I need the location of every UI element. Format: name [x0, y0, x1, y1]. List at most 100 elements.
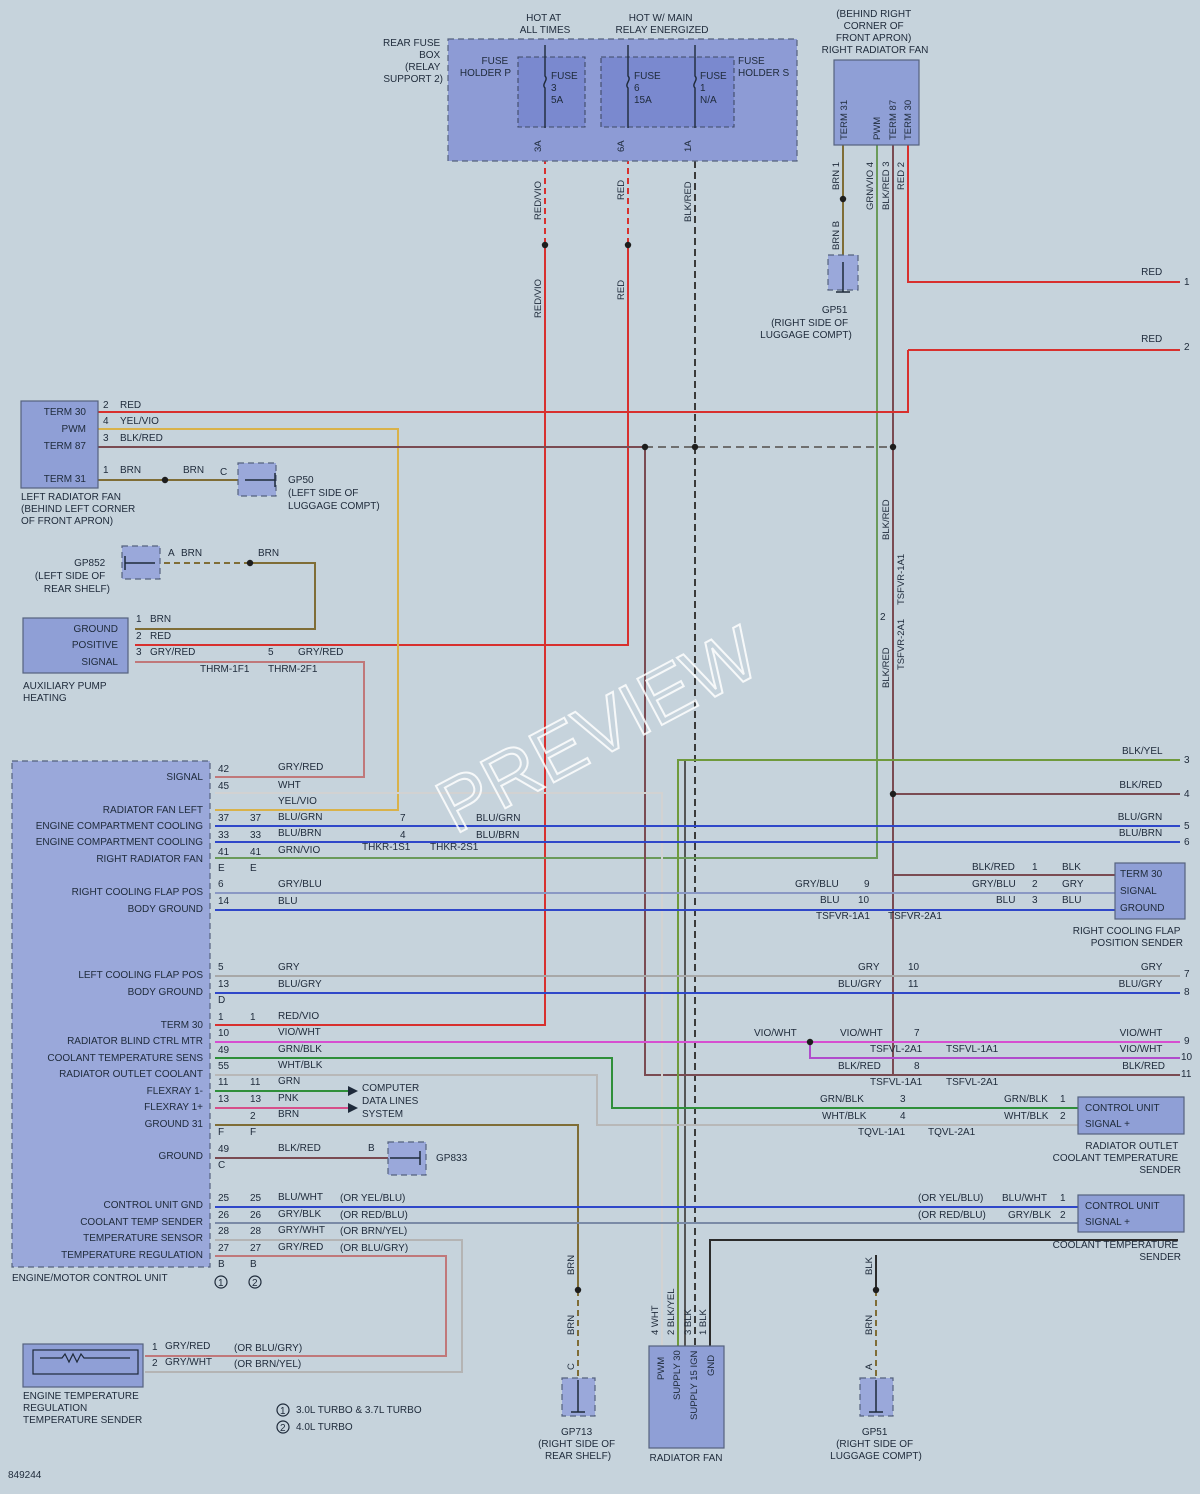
- legend-2-num: 2: [280, 1423, 286, 1434]
- fuse-box-title: REAR FUSE BOX (RELAY SUPPORT 2): [383, 38, 443, 85]
- coolant-sender-box: [1077, 1194, 1185, 1233]
- rad-outlet-pin-2: SIGNAL +: [1085, 1119, 1130, 1130]
- label-blk-yel-v: 2 BLK/YEL: [666, 1289, 677, 1335]
- splice-dot: [541, 241, 549, 249]
- ecm-pin-label: BODY GROUND: [128, 904, 203, 915]
- legend-marker-2-icon: [248, 1275, 262, 1289]
- right-fan-pin-term87: TERM 87: [888, 100, 899, 140]
- coolant-sender-label: COOLANT TEMPERATURE SENDER: [1053, 1240, 1181, 1263]
- wire-red-vio-fuse3-b: [215, 245, 546, 1026]
- ground-gp51-bottom: GP51 (RIGHT SIDE OF LUGGAGE COMPT): [830, 1377, 922, 1462]
- rad-fan-pin-gnd: GND: [706, 1355, 717, 1376]
- eng-temp-inner: [32, 1349, 139, 1375]
- splice-dot: [161, 476, 169, 484]
- right-cooling-flap-sender: TERM 30 SIGNAL GROUND RIGHT COOLING FLAP…: [1073, 862, 1186, 949]
- vertical-wire-labels: RED/VIO RED/VIO RED RED BLK/RED BRN 1 BR…: [533, 161, 907, 1370]
- label-brn-v4: BRN: [566, 1315, 577, 1335]
- ecm-pin-label: CONTROL UNIT GND: [104, 1200, 203, 1211]
- hot-relay-energized: HOT W/ MAIN RELAY ENERGIZED: [616, 13, 709, 36]
- fuse-holder-p-label: FUSE HOLDER P: [460, 56, 511, 79]
- ground-icon: [869, 1380, 883, 1413]
- radiator-fan-box: [648, 1345, 725, 1449]
- rad-outlet-label: RADIATOR OUTLET COOLANT TEMPERATURE SEND…: [1053, 1141, 1181, 1176]
- label-brn-v1: BRN 1: [831, 162, 842, 190]
- radiator-fan-label: RADIATOR FAN: [650, 1453, 723, 1464]
- ecm-pin-label: RADIATOR OUTLET COOLANT: [59, 1069, 203, 1080]
- engine-temp-sender: ENGINE TEMPERATURE REGULATION TEMPERATUR…: [22, 1341, 305, 1426]
- gp852-label: GP852 (LEFT SIDE OF REAR SHELF): [35, 558, 110, 595]
- right-fan-pin-term30: TERM 30: [903, 100, 914, 140]
- coolant-pin-2: SIGNAL +: [1085, 1217, 1130, 1228]
- coolant-pin-1: CONTROL UNIT: [1085, 1201, 1160, 1212]
- computer-data-label: COMPUTER DATA LINES SYSTEM: [362, 1083, 422, 1120]
- aux-label: AUXILIARY PUMP HEATING: [23, 681, 109, 704]
- label-blk-red-v3: BLK/RED: [881, 499, 892, 540]
- left-fan-pin-pwm: PWM: [62, 424, 86, 435]
- pin-1a: 1A: [683, 140, 694, 152]
- watermark: PREVIEW: [423, 610, 773, 850]
- flap-pin-term30: TERM 30: [1120, 869, 1163, 880]
- rad-outlet-pin-1: CONTROL UNIT: [1085, 1103, 1160, 1114]
- splice-dot: [691, 443, 699, 451]
- pin-6a: 6A: [616, 140, 627, 152]
- fuse-1-symbol: [693, 60, 697, 128]
- splice-dot: [574, 1286, 582, 1294]
- ecm-pin-label: BODY GROUND: [128, 987, 203, 998]
- ground-icon: [836, 262, 850, 293]
- computer-data-lines: COMPUTER DATA LINES SYSTEM: [348, 1083, 422, 1120]
- ecm-pin-label: GROUND 31: [145, 1119, 204, 1130]
- eng-temp-box: [22, 1343, 144, 1388]
- legend-2-text: 4.0L TURBO: [296, 1422, 353, 1433]
- label-tsfvr-1a1: TSFVR-1A1: [896, 554, 907, 605]
- aux-pin-signal: SIGNAL: [81, 657, 118, 668]
- label-red-1: RED: [616, 180, 627, 200]
- splice-dot: [889, 443, 897, 451]
- hot-at-all-times: HOT AT ALL TIMES: [520, 13, 571, 36]
- fuse-1-label: FUSE 1 N/A: [700, 71, 729, 106]
- rad-outlet-box: [1077, 1096, 1185, 1135]
- fuse-holder-p: [517, 56, 586, 128]
- wire-blk-red-right: [644, 145, 894, 1076]
- fuse-3-symbol: [543, 60, 547, 128]
- wire-wht-blk: [215, 1074, 1078, 1126]
- radiator-outlet-sender: CONTROL UNIT SIGNAL + RADIATOR OUTLET CO…: [1053, 1096, 1185, 1176]
- gp50-label: GP50 (LEFT SIDE OF LUGGAGE COMPT): [288, 475, 380, 512]
- wire-blk-yel: [677, 759, 1180, 1350]
- flap-sender-box: [1114, 862, 1186, 920]
- flap-pin-ground: GROUND: [1120, 903, 1164, 914]
- fuse-6-label: FUSE 6 15A: [634, 71, 663, 106]
- right-radiator-fan: (BEHIND RIGHT CORNER OF FRONT APRON) RIG…: [822, 9, 928, 146]
- ground-gp833: GP833: [387, 1141, 468, 1176]
- gp833-label: GP833: [436, 1153, 468, 1164]
- flap-pin-signal: SIGNAL: [1120, 886, 1157, 897]
- right-edge-numbers: 1 2 3 4 5 6 7 8 9 10 11: [1181, 277, 1195, 1080]
- label-tsfvr-2a1: TSFVR-2A1: [896, 619, 907, 670]
- right-side-labels: RED RED BLK/YEL BLK/RED BLU/GRN BLU/BRN …: [754, 267, 1195, 1221]
- wire-yel-vio: [98, 428, 399, 811]
- ecm-pin-label: FLEXRAY 1+: [144, 1102, 203, 1113]
- splice-dot: [246, 559, 254, 567]
- rad-fan-pin-supply30: SUPPLY 30: [672, 1350, 683, 1400]
- right-wire-labels: RED RED BLK/YEL BLK/RED BLU/GRN BLU/BRN …: [1118, 267, 1165, 1072]
- label-blk-red-v: BLK/RED: [683, 181, 694, 222]
- rad-fan-pin-pwm: PWM: [656, 1357, 667, 1380]
- ecm-box: [11, 760, 211, 1268]
- label-blk-v2: 3 BLK: [683, 1308, 694, 1335]
- label-blk-v3: 1 BLK: [698, 1308, 709, 1335]
- ground-gp713: GP713 (RIGHT SIDE OF REAR SHELF): [538, 1377, 615, 1462]
- ecm-pin-label: TEMPERATURE SENSOR: [83, 1233, 203, 1244]
- wire-vio-wht-b: [809, 1042, 1180, 1059]
- ecm-pin-label: FLEXRAY 1-: [147, 1086, 203, 1097]
- label-grn-vio-v: GRN/VIO 4: [865, 162, 876, 210]
- wire-wht: [215, 792, 663, 1350]
- splice-dot: [839, 195, 847, 203]
- label-brn-v5: BRN: [864, 1315, 875, 1335]
- rear-fuse-box: REAR FUSE BOX (RELAY SUPPORT 2) HOT AT A…: [383, 13, 798, 162]
